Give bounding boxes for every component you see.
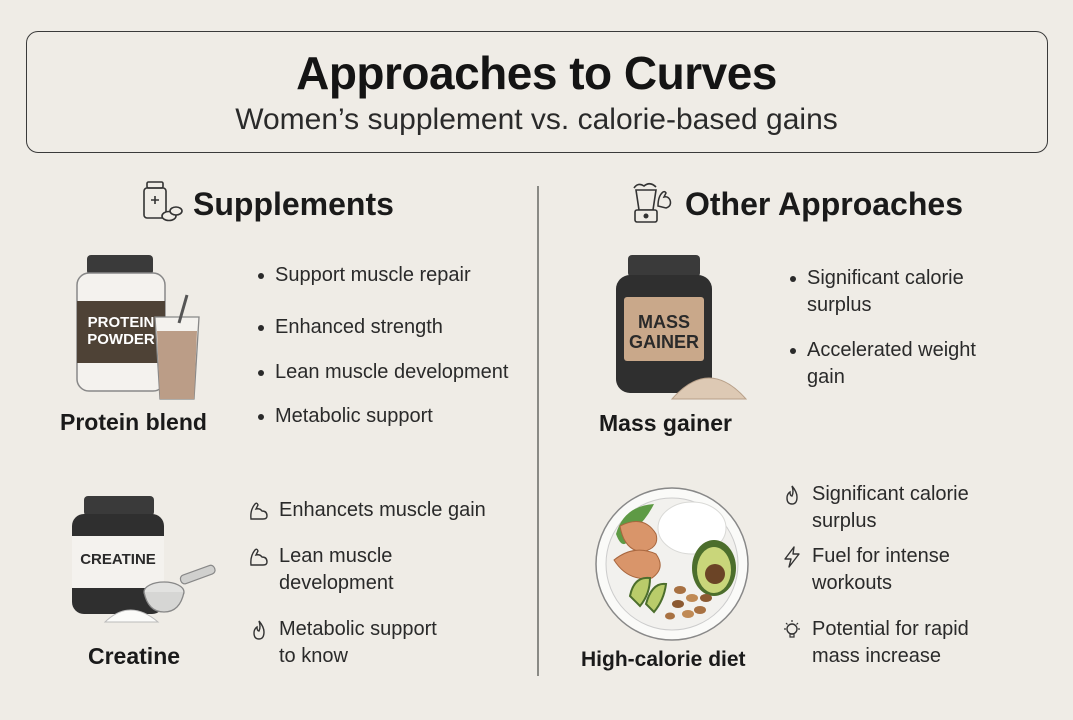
creatine-bullet-1: Enhancets muscle gain bbox=[248, 497, 486, 524]
other-approaches-heading: Other Approaches bbox=[685, 186, 963, 222]
mass-jar-label-line2: GAINER bbox=[628, 332, 699, 352]
creatine-label: Creatine bbox=[88, 643, 181, 669]
mass-jar-label-line1: MASS bbox=[637, 312, 690, 332]
column-divider bbox=[537, 186, 539, 676]
supplement-bottle-icon bbox=[139, 180, 183, 224]
creatine-bullet-3: Metabolic support to know bbox=[248, 616, 437, 670]
page-subtitle: Women’s supplement vs. calorie-based gai… bbox=[235, 103, 838, 136]
creatine-jar-label: CREATINE bbox=[80, 551, 156, 568]
protein-bullet-1: Support muscle repair bbox=[258, 262, 471, 289]
high-calorie-plate bbox=[594, 486, 750, 642]
mass-bullet-2: Accelerated weight gain bbox=[790, 337, 976, 391]
flame-icon bbox=[248, 619, 270, 641]
protein-bullet-3: Lean muscle development bbox=[258, 359, 508, 386]
header-box bbox=[26, 31, 1048, 153]
diet-bullet-1: Significant calorie surplus bbox=[781, 481, 969, 535]
high-calorie-diet-label: High-calorie diet bbox=[581, 648, 746, 671]
diet-bullet-3: Potential for rapid mass increase bbox=[781, 616, 969, 670]
lightbulb-icon bbox=[781, 619, 803, 641]
protein-jar-label-line1: PROTEIN bbox=[87, 314, 155, 331]
protein-bullet-4: Metabolic support bbox=[258, 403, 433, 430]
lightning-icon bbox=[781, 546, 803, 568]
protein-blend-label: Protein blend bbox=[60, 409, 207, 435]
creatine-bullet-2: Lean muscle development bbox=[248, 543, 394, 597]
page-title: Approaches to Curves bbox=[296, 47, 777, 99]
flame-icon bbox=[781, 484, 803, 506]
creatine-jar bbox=[70, 494, 220, 624]
supplements-heading: Supplements bbox=[193, 186, 394, 222]
flexed-arm-icon bbox=[248, 500, 270, 522]
mass-gainer-jar bbox=[614, 253, 754, 401]
blender-muscle-icon bbox=[628, 180, 674, 224]
diet-bullet-2: Fuel for intense workouts bbox=[781, 543, 950, 597]
flexed-arm-icon bbox=[248, 546, 270, 568]
mass-bullet-1: Significant calorie surplus bbox=[790, 265, 964, 319]
protein-jar-label-line2: POWDER bbox=[87, 331, 155, 348]
protein-powder-jar bbox=[75, 253, 205, 401]
mass-gainer-label: Mass gainer bbox=[599, 410, 732, 436]
protein-bullet-2: Enhanced strength bbox=[258, 314, 443, 341]
